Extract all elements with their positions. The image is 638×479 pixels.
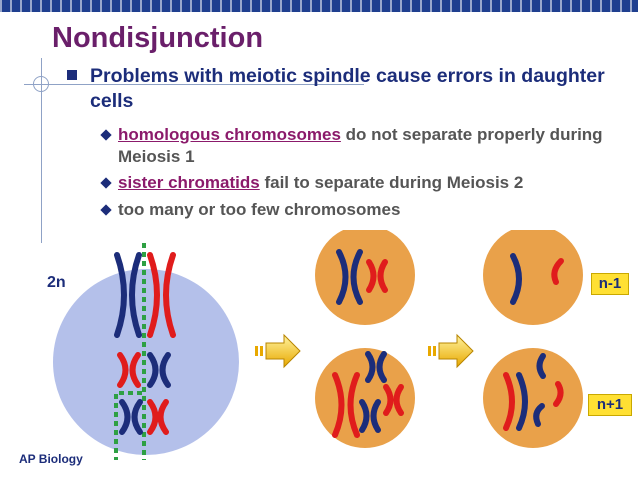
slide-title: Nondisjunction	[52, 22, 264, 54]
meiosis1-cell-top	[315, 230, 415, 325]
decor-vertical-rule	[41, 58, 42, 243]
main-bullet-text: Problems with meiotic spindle cause erro…	[90, 65, 605, 112]
sub-bullet-1-highlight: homologous chromosomes	[118, 125, 341, 144]
meiosis1-cell-bottom	[315, 348, 415, 448]
sub-bullet-2: sister chromatids fail to separate durin…	[118, 172, 638, 194]
decor-crosshair	[33, 76, 49, 92]
diamond-bullet-icon	[100, 177, 112, 189]
chromatid-blue	[516, 372, 528, 431]
top-band-pattern	[0, 0, 638, 12]
small-chromosome-red	[147, 399, 169, 435]
footer-label: AP Biology	[19, 452, 83, 466]
diamond-bullet-icon	[100, 204, 112, 216]
sub-bullet-1: homologous chromosomes do not separate p…	[118, 124, 638, 168]
sub-bullet-3: too many or too few chromosomes	[118, 199, 638, 221]
decor-horizontal-rule	[24, 84, 364, 85]
chromatid-blue	[536, 353, 546, 379]
small-chromosome-red	[366, 259, 388, 293]
sub-bullet-1-text: do not separate properly during Meiosis …	[118, 125, 603, 166]
spindle-line-icon	[114, 391, 144, 460]
diamond-bullet-icon	[100, 129, 112, 141]
square-bullet-icon	[67, 70, 77, 80]
chromatid-blue	[510, 253, 522, 305]
label-n-plus-1: n+1	[588, 394, 632, 416]
chromosome-pair-red	[147, 252, 176, 338]
small-chromosome-red	[383, 384, 404, 416]
sub-bullet-3-text: too many or too few chromosomes	[118, 200, 401, 219]
arrow-right-icon	[255, 333, 301, 369]
nondisjunction-diagram	[53, 230, 583, 460]
arrow-right-icon	[428, 333, 474, 369]
chromosome-pair-blue	[336, 249, 363, 305]
label-n-minus-1: n-1	[591, 273, 629, 295]
chromatid-red	[553, 381, 564, 407]
gamete-cell-n-minus-1	[483, 230, 583, 325]
small-chromosome-blue	[359, 351, 387, 433]
small-chromosome-red	[117, 352, 141, 388]
sub-bullet-2-highlight: sister chromatids	[118, 173, 260, 192]
sub-bullet-2-text: fail to separate during Meiosis 2	[259, 173, 524, 192]
chromatid-blue	[533, 403, 545, 427]
gamete-cell-n-plus-1	[483, 348, 583, 448]
chromatid-red	[503, 372, 515, 431]
small-chromosome-blue	[119, 399, 143, 435]
label-2n: 2n	[47, 274, 66, 291]
chromosome-pair-blue	[114, 252, 142, 338]
chromatid-red	[551, 258, 564, 285]
top-band	[0, 0, 638, 12]
small-chromosome-blue	[147, 352, 171, 388]
chromosome-pair-red	[332, 372, 360, 438]
